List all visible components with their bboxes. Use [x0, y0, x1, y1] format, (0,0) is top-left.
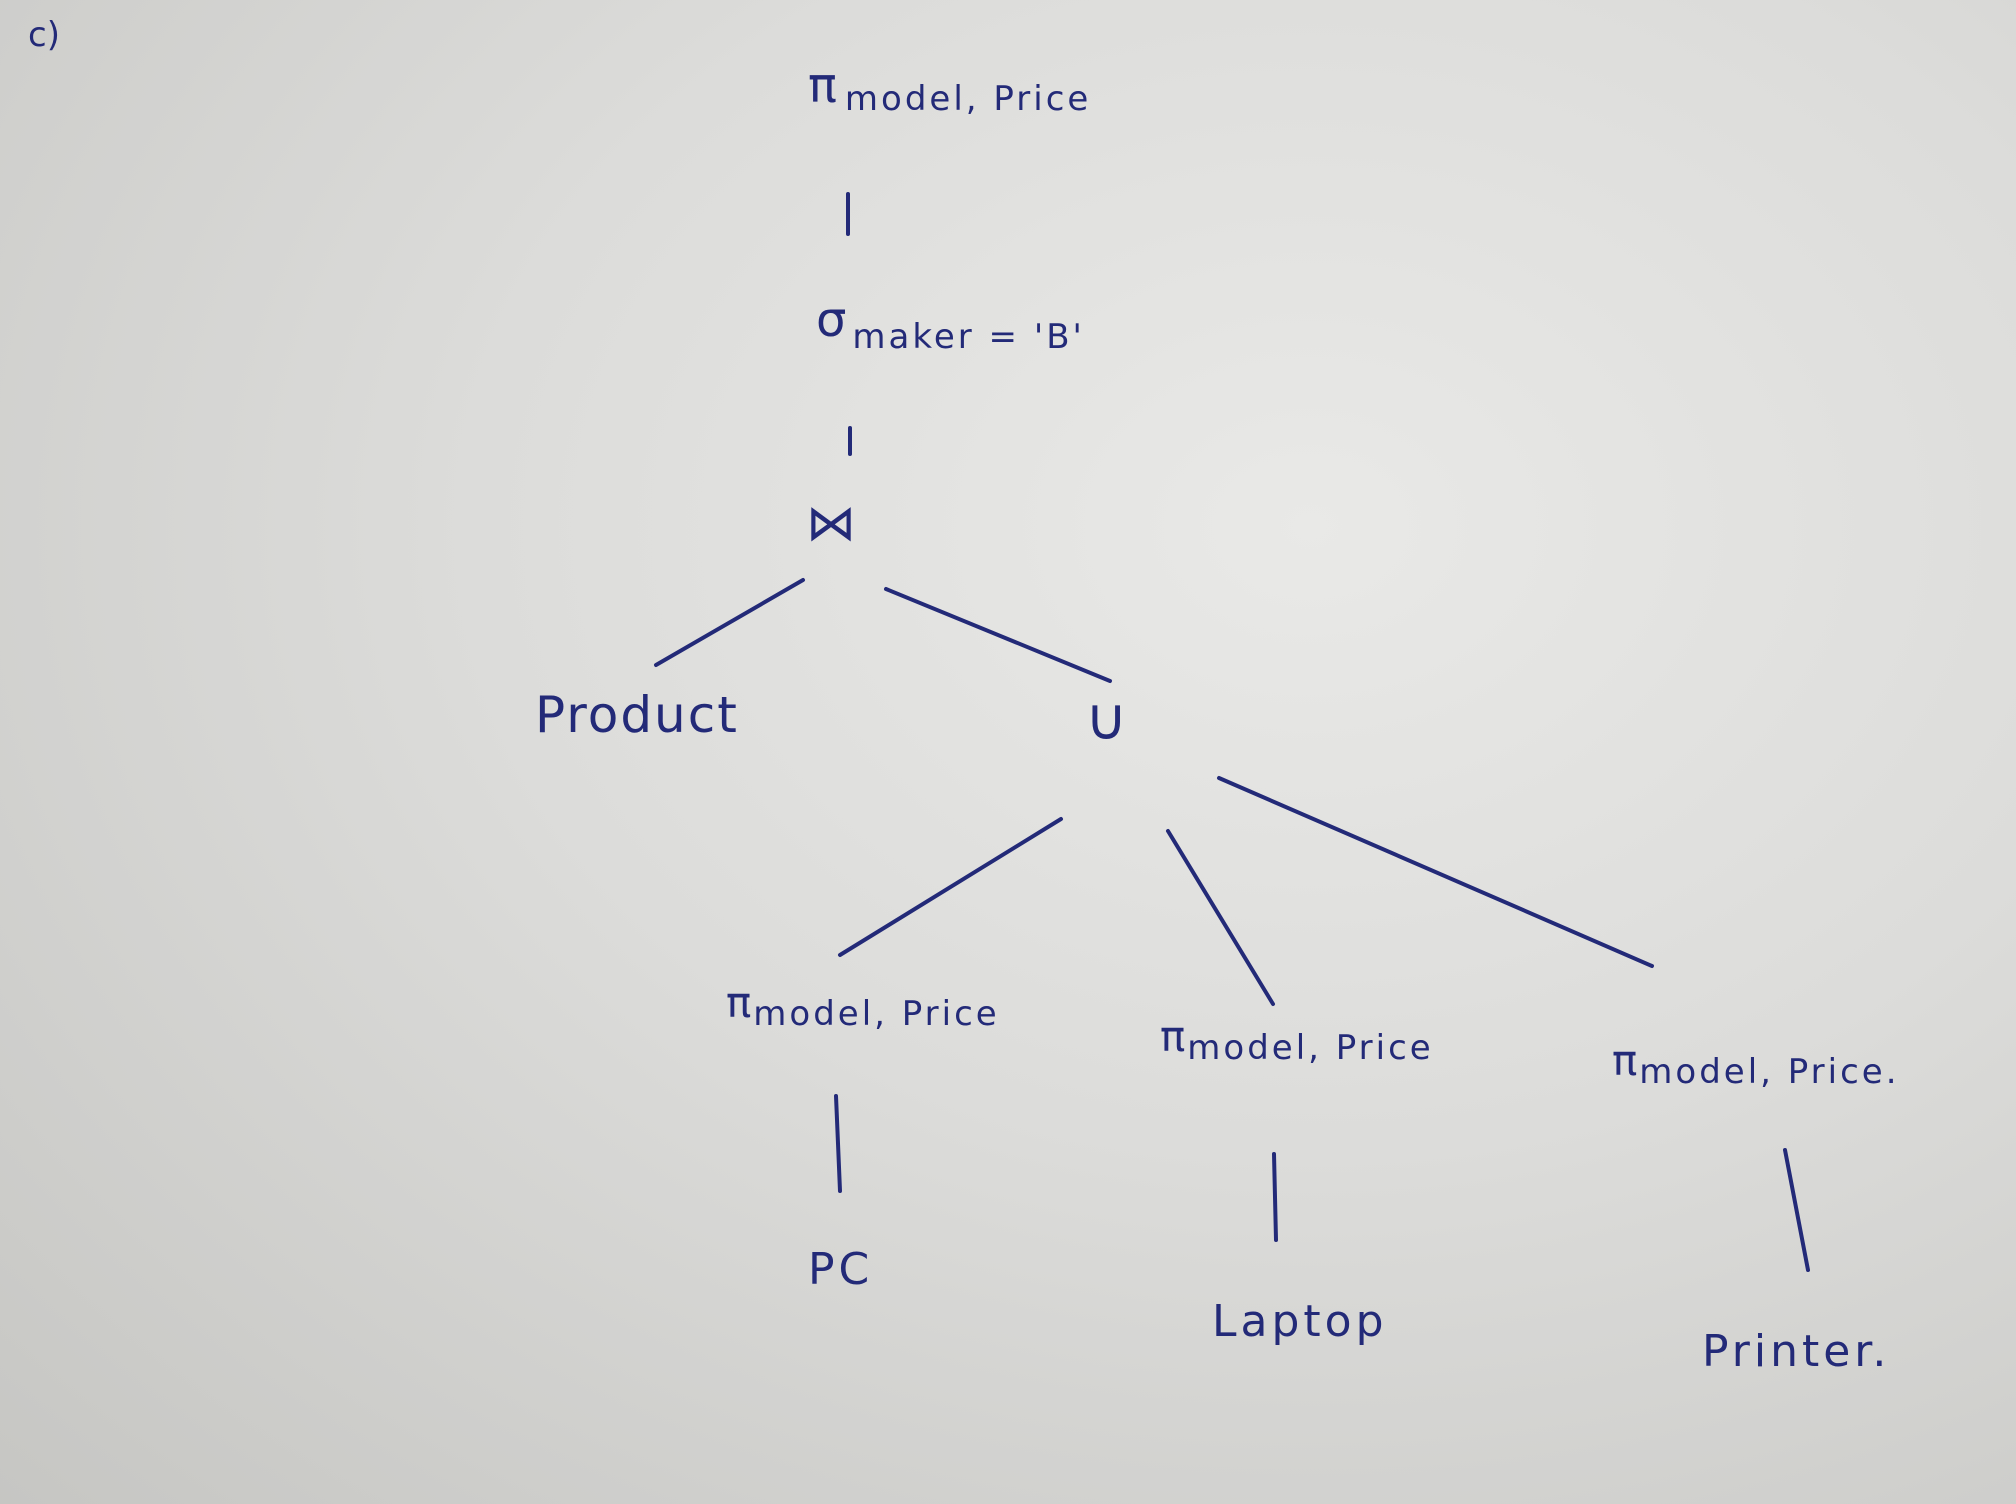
- edge-union-to-pi-laptop: [1166, 829, 1275, 1006]
- projection-attributes: model, Price: [753, 994, 1000, 1034]
- laptop-relation-leaf: Laptop: [1212, 1296, 1388, 1347]
- edge-join-to-product: [654, 578, 805, 667]
- printer-relation-leaf: Printer.: [1702, 1326, 1891, 1377]
- edge-union-to-pi-pc: [838, 817, 1063, 957]
- projection-node-laptop: πmodel, Price: [1160, 1016, 1432, 1066]
- product-relation-leaf: Product: [535, 686, 739, 744]
- projection-attributes: model, Price: [844, 79, 1092, 119]
- natural-join-node: ⋈: [806, 494, 856, 552]
- projection-symbol: π: [808, 58, 837, 114]
- projection-symbol: π: [726, 978, 752, 1027]
- selection-symbol: σ: [816, 292, 847, 348]
- edge-join-to-union: [884, 587, 1112, 683]
- edge-pi-pc-to-pc: [834, 1094, 842, 1193]
- edge-pi-printer-to-printer: [1783, 1148, 1810, 1272]
- part-label: c): [28, 15, 60, 55]
- projection-node-printer: πmodel, Price.: [1612, 1040, 1898, 1090]
- projection-symbol: π: [1612, 1036, 1638, 1085]
- union-node: ∪: [1085, 685, 1128, 753]
- projection-attributes: model, Price.: [1639, 1052, 1900, 1092]
- pc-relation-leaf: PC: [808, 1244, 874, 1295]
- projection-attributes: model, Price: [1187, 1028, 1434, 1068]
- projection-node-pc: πmodel, Price: [726, 982, 998, 1032]
- edge-union-to-pi-printer: [1217, 776, 1654, 968]
- selection-condition: maker = 'B': [852, 317, 1085, 357]
- edge-pi-laptop-to-laptop: [1272, 1152, 1278, 1242]
- projection-symbol: π: [1160, 1012, 1186, 1061]
